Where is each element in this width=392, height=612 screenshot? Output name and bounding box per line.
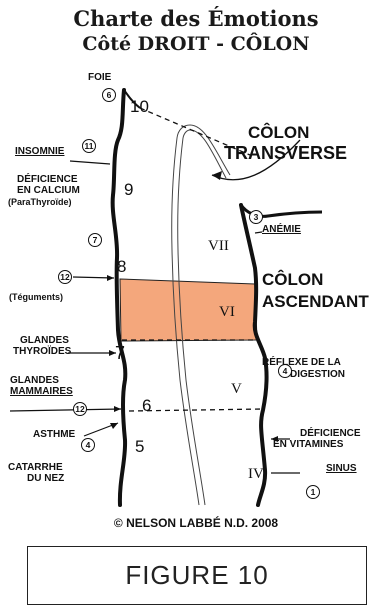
circle-anemie: 3 <box>249 210 263 224</box>
label-anemie: ANÉMIE <box>262 224 301 235</box>
label-foie: FOIE <box>88 72 111 83</box>
colon-ascendant-label-2: ASCENDANT <box>262 292 369 311</box>
label-parathyroide: (ParaThyroïde) <box>8 197 72 208</box>
circle-insomnie: 11 <box>82 139 96 153</box>
label-catarrhe-1: CATARRHE <box>8 462 63 473</box>
label-glandes-mammaires-2: MAMMAIRES <box>10 386 73 397</box>
zone-vi-highlight <box>120 279 257 341</box>
vertebra-5: 5 <box>135 437 144 457</box>
colon-ascendant-label-1: CÔLON <box>262 270 323 289</box>
vertebra-7: 7 <box>115 343 125 364</box>
label-glandes-mammaires-1: GLANDES <box>10 375 59 386</box>
vertebra-6: 6 <box>142 396 151 416</box>
zone-vi: VI <box>219 304 235 321</box>
circle-foie: 6 <box>102 88 116 102</box>
vertebra-8: 8 <box>117 257 126 277</box>
label-insomnie: INSOMNIE <box>15 146 64 157</box>
zone-iv: IV <box>248 466 264 483</box>
figure-caption: FIGURE 10 <box>27 546 367 605</box>
label-sinus: SINUS <box>326 463 357 474</box>
zone-v: V <box>231 381 242 398</box>
circle-asthme: 12 <box>73 402 87 416</box>
circle-reflexe: 4 <box>278 364 292 378</box>
label-deficience-vitamines-1: DÉFICIENCE <box>300 428 361 439</box>
label-glandes-thyroides-2: THYROÏDES <box>13 346 71 357</box>
zone-vii: VII <box>208 238 229 255</box>
colon-right-wall <box>241 205 266 505</box>
label-asthme: ASTHME <box>33 429 75 440</box>
circle-seven: 7 <box>88 233 102 247</box>
label-deficience-vitamines-2: EN VITAMINES <box>273 439 343 450</box>
label-reflexe-1: RÉFLEXE DE LA <box>262 357 341 368</box>
circle-teguments: 12 <box>58 270 72 284</box>
label-deficience-1: DÉFICIENCE <box>17 174 78 185</box>
circle-sinus: 1 <box>306 485 320 499</box>
label-reflexe-2: DIGESTION <box>290 369 345 380</box>
copyright: © NELSON LABBÉ N.D. 2008 <box>0 516 392 530</box>
label-catarrhe-2: DU NEZ <box>27 473 64 484</box>
label-glandes-thyroides-1: GLANDES <box>20 335 69 346</box>
colon-transverse-label-1: CÔLON <box>248 123 309 142</box>
colon-transverse-label-2: TRANSVERSE <box>224 144 347 163</box>
label-deficience-2: EN CALCIUM <box>17 185 80 196</box>
vertebra-10: 10 <box>130 97 149 117</box>
label-teguments: (Téguments) <box>9 292 63 303</box>
vertebra-9: 9 <box>124 180 133 200</box>
circle-catarrhe: 4 <box>81 438 95 452</box>
